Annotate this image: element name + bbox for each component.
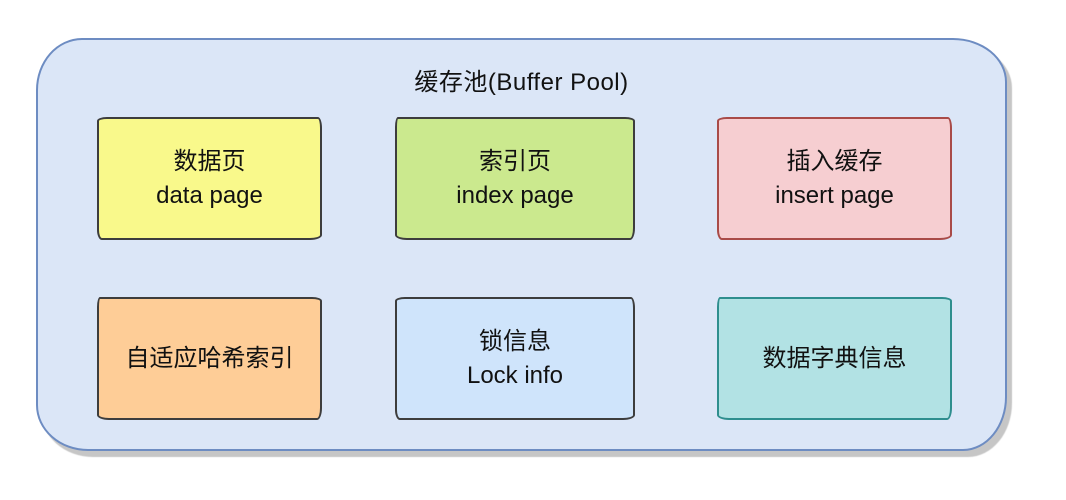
box-index-page-title: 索引页 [479, 147, 551, 175]
box-insert-buffer-title: 插入缓存 [786, 147, 883, 175]
box-lock-info: 锁信息 Lock info [395, 297, 635, 420]
buffer-pool-container: 缓存池(Buffer Pool) 数据页 data page 索引页 index… [36, 38, 1007, 451]
box-index-page: 索引页 index page [395, 117, 635, 240]
box-adaptive-hash-index: 自适应哈希索引 [97, 297, 322, 420]
box-lock-info-subtitle: Lock info [466, 361, 564, 389]
box-index-page-subtitle: index page [456, 181, 574, 209]
box-lock-info-title: 锁信息 [479, 327, 551, 355]
box-insert-buffer-subtitle: insert page [775, 181, 894, 209]
box-data-dictionary: 数据字典信息 [717, 297, 952, 420]
box-data-page-subtitle: data page [156, 181, 263, 209]
box-adaptive-hash-index-title: 自适应哈希索引 [125, 344, 294, 372]
box-data-page-title: 数据页 [173, 147, 246, 175]
box-data-page: 数据页 data page [97, 117, 322, 240]
box-insert-buffer: 插入缓存 insert page [717, 117, 952, 240]
buffer-pool-title: 缓存池(Buffer Pool) [414, 69, 629, 96]
box-data-dictionary-title: 数据字典信息 [762, 344, 907, 372]
